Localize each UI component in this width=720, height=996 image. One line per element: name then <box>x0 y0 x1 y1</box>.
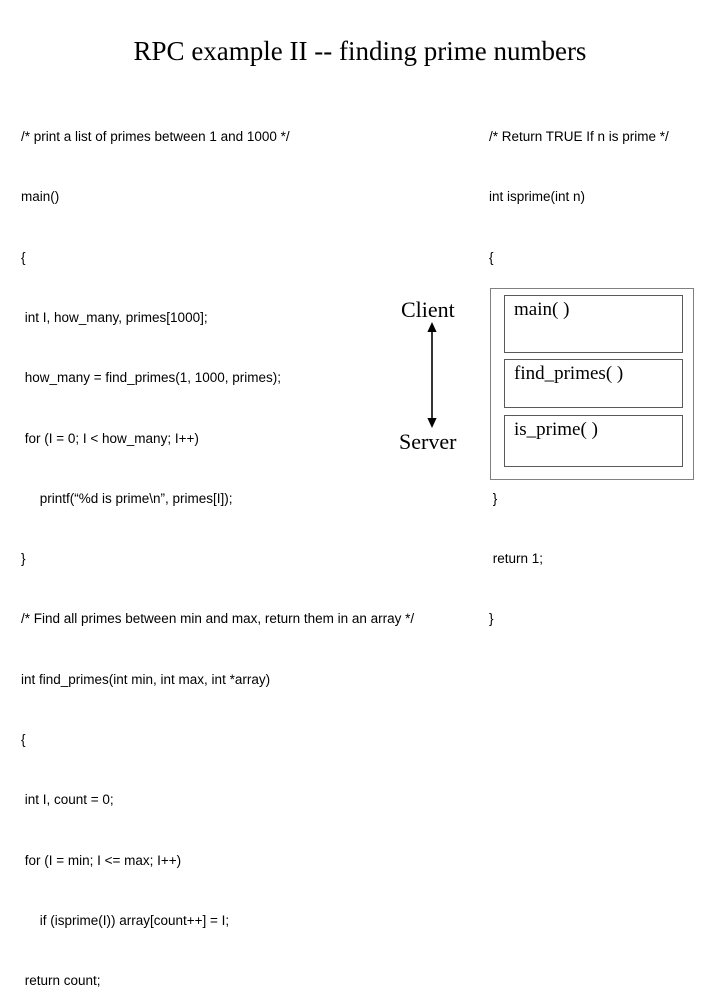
page-title: RPC example II -- finding prime numbers <box>133 36 587 66</box>
code-line: { <box>21 249 26 265</box>
stack-box-label: is_prime( ) <box>514 419 598 440</box>
code-line: /* print a list of primes between 1 and … <box>21 129 290 145</box>
code-line: /* Find all primes between min and max, … <box>21 611 415 627</box>
double-headed-vertical-arrow-icon <box>424 322 440 428</box>
code-line: { <box>21 732 26 747</box>
stack-box-find-primes: find_primes( ) <box>504 359 683 408</box>
code-line: for (I = 0; I < how_many; I++) <box>21 430 199 446</box>
code-line: } <box>21 551 26 567</box>
client-label: Client <box>401 297 455 322</box>
code-line: main() <box>21 189 60 205</box>
left-code-block: /* print a list of primes between 1 and … <box>21 87 491 996</box>
code-line: int isprime(int n) <box>489 189 586 205</box>
code-line: printf(“%d is prime\n”, primes[I]); <box>21 490 233 506</box>
stack-box-main: main( ) <box>504 295 683 353</box>
code-line: /* Return TRUE If n is prime */ <box>489 129 669 145</box>
code-line: } <box>489 490 498 506</box>
server-label: Server <box>399 429 457 454</box>
code-line: how_many = find_primes(1, 1000, primes); <box>21 370 281 386</box>
code-line: { <box>489 249 494 265</box>
code-line: int find_primes(int min, int max, int *a… <box>21 671 271 687</box>
code-line: } <box>489 611 494 627</box>
stack-box-label: find_primes( ) <box>514 363 624 384</box>
code-line: return count; <box>21 973 101 989</box>
code-line: for (I = min; I <= max; I++) <box>21 852 182 868</box>
code-line: if (isprime(I)) array[count++] = I; <box>21 912 230 928</box>
code-line: return 1; <box>489 551 544 567</box>
stack-box-label: main( ) <box>514 299 570 320</box>
stack-box-is-prime: is_prime( ) <box>504 415 683 467</box>
code-line: int I, count = 0; <box>21 792 114 808</box>
slide-canvas: RPC example II -- finding prime numbers … <box>21 36 694 989</box>
code-line: int I, how_many, primes[1000]; <box>21 310 208 326</box>
call-stack-diagram: main( ) find_primes( ) is_prime( ) <box>490 288 694 480</box>
